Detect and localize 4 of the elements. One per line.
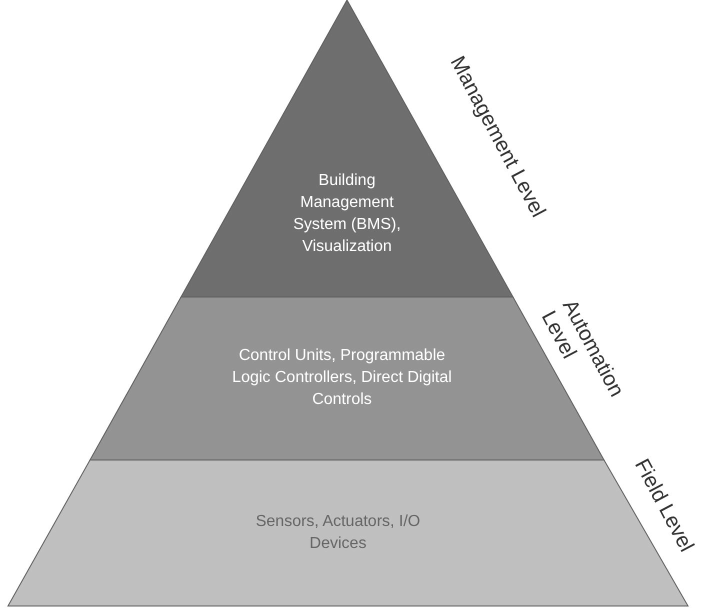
tier-text: Control Units, Programmable Logic Controllers, Direct Digital Controls bbox=[232, 346, 452, 410]
tier-text: Sensors, Actuators, I/O Devices bbox=[254, 512, 422, 554]
level-label: Field Level bbox=[629, 455, 700, 558]
tier-text: Building Management System (BMS), Visualization bbox=[292, 171, 402, 257]
